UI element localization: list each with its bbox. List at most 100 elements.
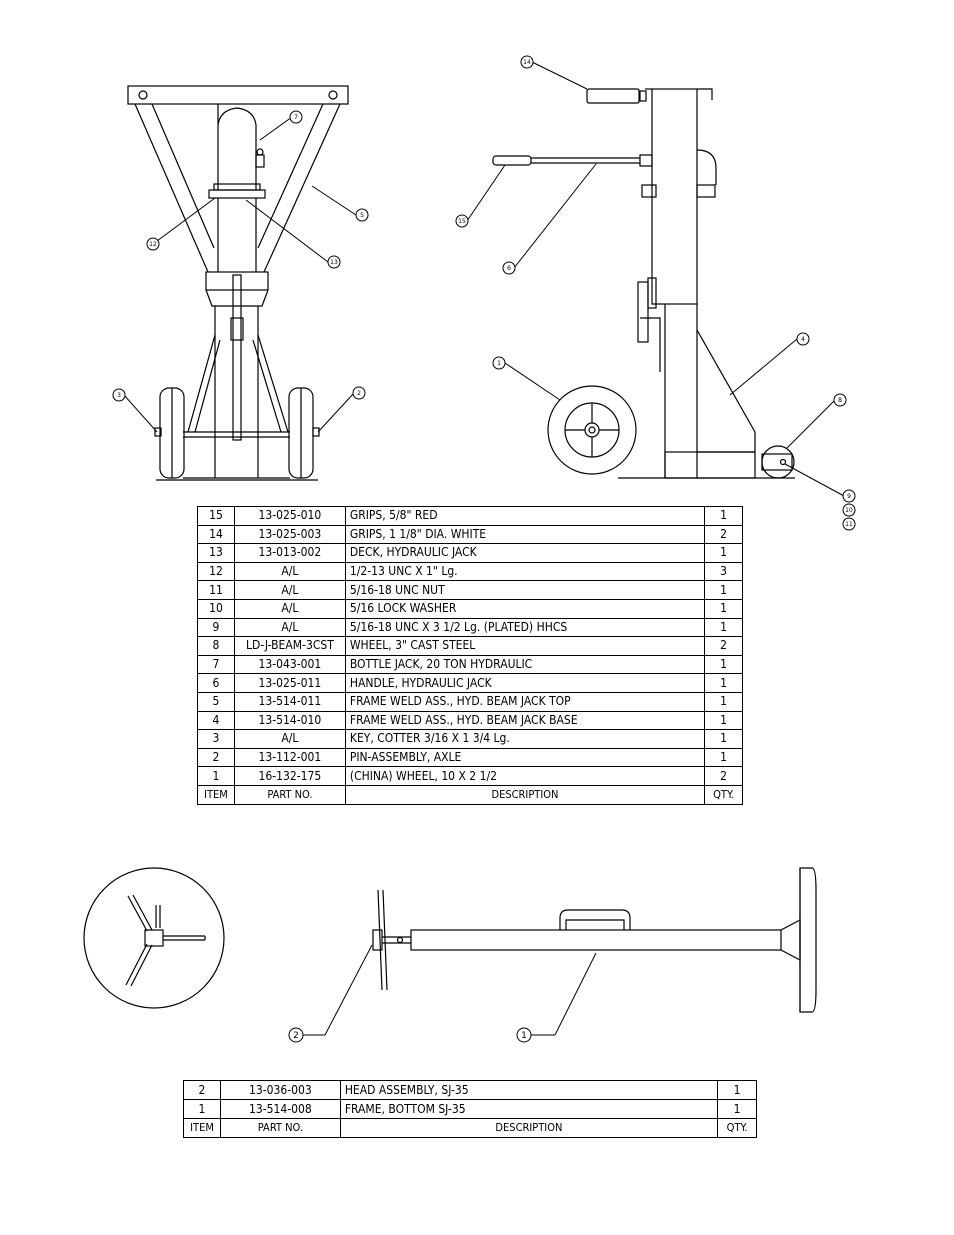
item-cell: 13 [197, 543, 235, 563]
callout-lower-2: 2 [293, 1031, 299, 1041]
description-cell: FRAME, BOTTOM SJ-35 [339, 1099, 719, 1119]
description-cell: (CHINA) WHEEL, 10 X 2 1/2 [344, 766, 706, 786]
item-cell: 5 [197, 691, 235, 712]
part-number-cell: LD-J-BEAM-3CST [233, 636, 346, 656]
description-header: DESCRIPTION [344, 784, 706, 805]
item-cell: 12 [197, 561, 235, 582]
part-number-cell: 13-112-001 [233, 747, 346, 768]
quantity-cell: 1 [704, 710, 743, 731]
quantity-cell: 1 [704, 729, 743, 749]
quantity-cell: 1 [704, 598, 743, 619]
part-number-cell: 13-036-003 [219, 1080, 341, 1100]
part-number-cell: 13-013-002 [233, 543, 346, 563]
description-cell: HANDLE, HYDRAULIC JACK [344, 673, 706, 693]
callout-8: 8 [838, 397, 842, 404]
item-cell: 3 [197, 729, 235, 749]
callout-13: 13 [330, 259, 338, 266]
item-cell: 11 [197, 580, 235, 600]
callout-numbers: 7 5 12 13 3 2 14 15 6 1 4 8 9 10 11 2 1 [117, 59, 853, 1041]
stand-side-view [372, 867, 817, 1013]
quantity-cell: 2 [704, 524, 743, 545]
quantity-cell: 1 [704, 506, 743, 526]
part-number-cell: A/L [233, 580, 346, 600]
quantity-cell: 1 [704, 580, 743, 600]
item-cell: 1 [183, 1099, 221, 1119]
callout-6: 6 [507, 265, 511, 272]
description-cell: KEY, COTTER 3/16 X 1 3/4 Lg. [344, 729, 706, 749]
leader-lines-upper [123, 61, 845, 497]
item-cell: 9 [197, 617, 235, 638]
part-number-cell: 13-025-011 [233, 673, 346, 693]
quantity-cell: 1 [704, 617, 743, 638]
item-cell: 4 [197, 710, 235, 731]
item-cell: 7 [197, 654, 235, 675]
callout-balloons [112, 55, 856, 1043]
quantity-cell: 1 [717, 1080, 757, 1100]
part-number-header: PART NO. [233, 784, 346, 805]
callout-15: 15 [458, 218, 466, 225]
part-number-header: PART NO. [219, 1118, 341, 1138]
quantity-cell: 1 [717, 1099, 757, 1119]
quantity-cell: 1 [704, 747, 743, 768]
item-cell: 14 [197, 524, 235, 545]
description-cell: 1/2-13 UNC X 1" Lg. [344, 561, 706, 582]
callout-lower-1: 1 [521, 1031, 527, 1041]
description-cell: GRIPS, 1 1/8" DIA. WHITE [344, 524, 706, 545]
part-number-cell: 13-514-011 [233, 691, 346, 712]
part-number-cell: A/L [233, 561, 346, 582]
callout-12: 12 [149, 241, 157, 248]
item-header: ITEM [197, 784, 235, 805]
callout-2: 2 [357, 390, 361, 397]
part-number-cell: 16-132-175 [233, 766, 346, 786]
callout-11: 11 [845, 521, 853, 528]
leader-lines-lower [301, 944, 597, 1036]
part-number-cell: 13-514-008 [219, 1099, 341, 1119]
item-cell: 10 [197, 598, 235, 619]
part-number-cell: 13-025-003 [233, 524, 346, 545]
part-number-cell: A/L [233, 617, 346, 638]
item-cell: 15 [197, 506, 235, 526]
part-number-cell: 13-025-010 [233, 506, 346, 526]
callout-5: 5 [360, 212, 364, 219]
description-cell: DECK, HYDRAULIC JACK [344, 543, 706, 563]
quantity-cell: 3 [704, 561, 743, 582]
quantity-header: QTY. [717, 1118, 757, 1138]
callout-4: 4 [801, 336, 805, 343]
callout-14: 14 [523, 59, 531, 66]
quantity-cell: 2 [704, 766, 743, 786]
callout-1: 1 [497, 360, 501, 367]
description-cell: 5/16 LOCK WASHER [344, 598, 706, 619]
description-header: DESCRIPTION [339, 1118, 719, 1138]
head-detail-view [83, 867, 225, 1009]
description-cell: HEAD ASSEMBLY, SJ-35 [339, 1080, 719, 1100]
item-cell: 2 [183, 1080, 221, 1100]
part-number-cell: A/L [233, 729, 346, 749]
description-cell: FRAME WELD ASS., HYD. BEAM JACK TOP [344, 691, 706, 712]
part-number-cell: 13-514-010 [233, 710, 346, 731]
item-cell: 2 [197, 747, 235, 768]
callout-9: 9 [847, 493, 851, 500]
item-cell: 8 [197, 636, 235, 656]
item-header: ITEM [183, 1118, 221, 1138]
description-cell: WHEEL, 3" CAST STEEL [344, 636, 706, 656]
quantity-cell: 1 [704, 543, 743, 563]
quantity-cell: 2 [704, 636, 743, 656]
